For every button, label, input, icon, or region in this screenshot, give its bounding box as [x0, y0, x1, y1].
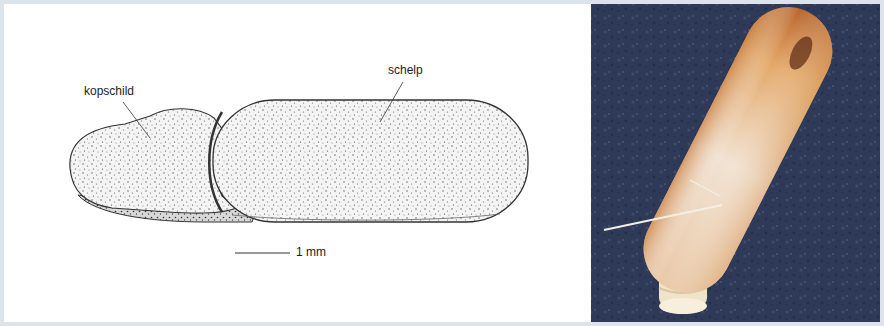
leader-line [380, 82, 403, 122]
scale-bar [235, 253, 290, 254]
part-label: schelp [388, 64, 423, 77]
leader-line [123, 102, 150, 138]
part-label: kopschild [84, 85, 134, 98]
scale-label: 1 mm [296, 246, 326, 259]
